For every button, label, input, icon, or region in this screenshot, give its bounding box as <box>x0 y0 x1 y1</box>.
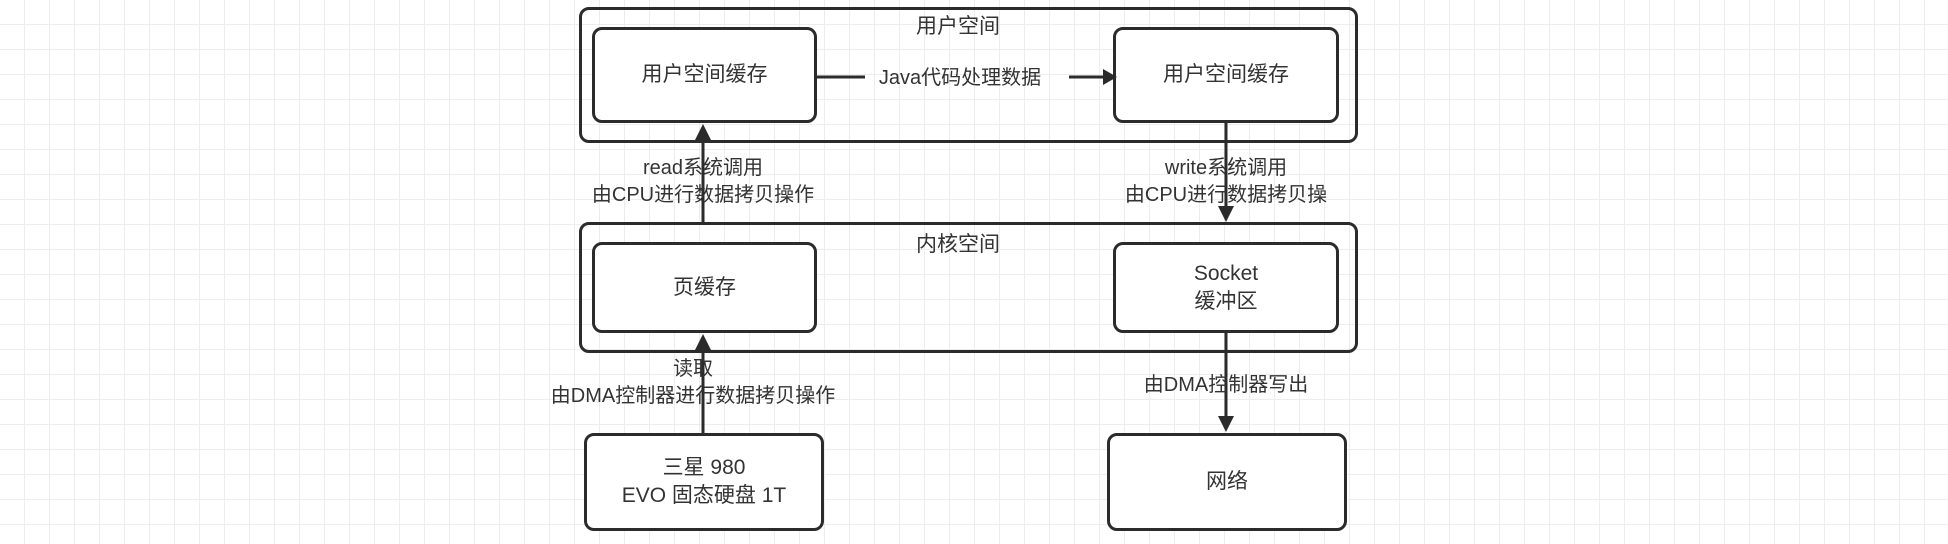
node-user-buffer-left-label: 用户空间缓存 <box>641 63 768 87</box>
edge-dma-write-arrow <box>1218 333 1234 432</box>
edge-dma-read-arrow <box>695 334 711 433</box>
edge-label-java-process: Java代码处理数据 <box>878 67 1042 89</box>
node-network[interactable]: 网络 <box>1107 433 1347 531</box>
edge-read-syscall-arrow <box>695 124 711 223</box>
node-user-buffer-right-label: 用户空间缓存 <box>1163 63 1289 87</box>
node-page-cache-label: 页缓存 <box>673 275 736 299</box>
zone-user-space <box>579 7 1358 143</box>
edge-label-dma-write: 由DMA控制器写出 <box>1143 374 1309 396</box>
node-user-buffer-left[interactable]: 用户空间缓存 <box>592 27 817 123</box>
edge-java-process-arrow <box>817 69 1117 85</box>
node-disk-label: 三星 980 EVO 固态硬盘 1T <box>621 456 787 507</box>
node-disk[interactable]: 三星 980 EVO 固态硬盘 1T <box>584 433 824 531</box>
zone-label-kernel-space: 内核空间 <box>916 233 1000 256</box>
edge-write-syscall-arrow <box>1218 123 1234 222</box>
node-socket-buffer-label: Socket 缓冲区 <box>1193 261 1259 313</box>
node-network-label: 网络 <box>1206 470 1248 494</box>
zone-kernel-space <box>579 222 1358 353</box>
node-socket-buffer[interactable]: Socket 缓冲区 <box>1113 242 1339 333</box>
node-page-cache[interactable]: 页缓存 <box>592 242 817 333</box>
node-user-buffer-right[interactable]: 用户空间缓存 <box>1113 27 1339 123</box>
edge-label-read-syscall: read系统调用 由CPU进行数据拷贝操作 <box>591 157 815 206</box>
zone-label-user-space: 用户空间 <box>916 15 1000 38</box>
edge-label-dma-read: 读取 由DMA控制器进行数据拷贝操作 <box>550 358 836 407</box>
edge-label-write-syscall: write系统调用 由CPU进行数据拷贝操 <box>1124 157 1328 206</box>
